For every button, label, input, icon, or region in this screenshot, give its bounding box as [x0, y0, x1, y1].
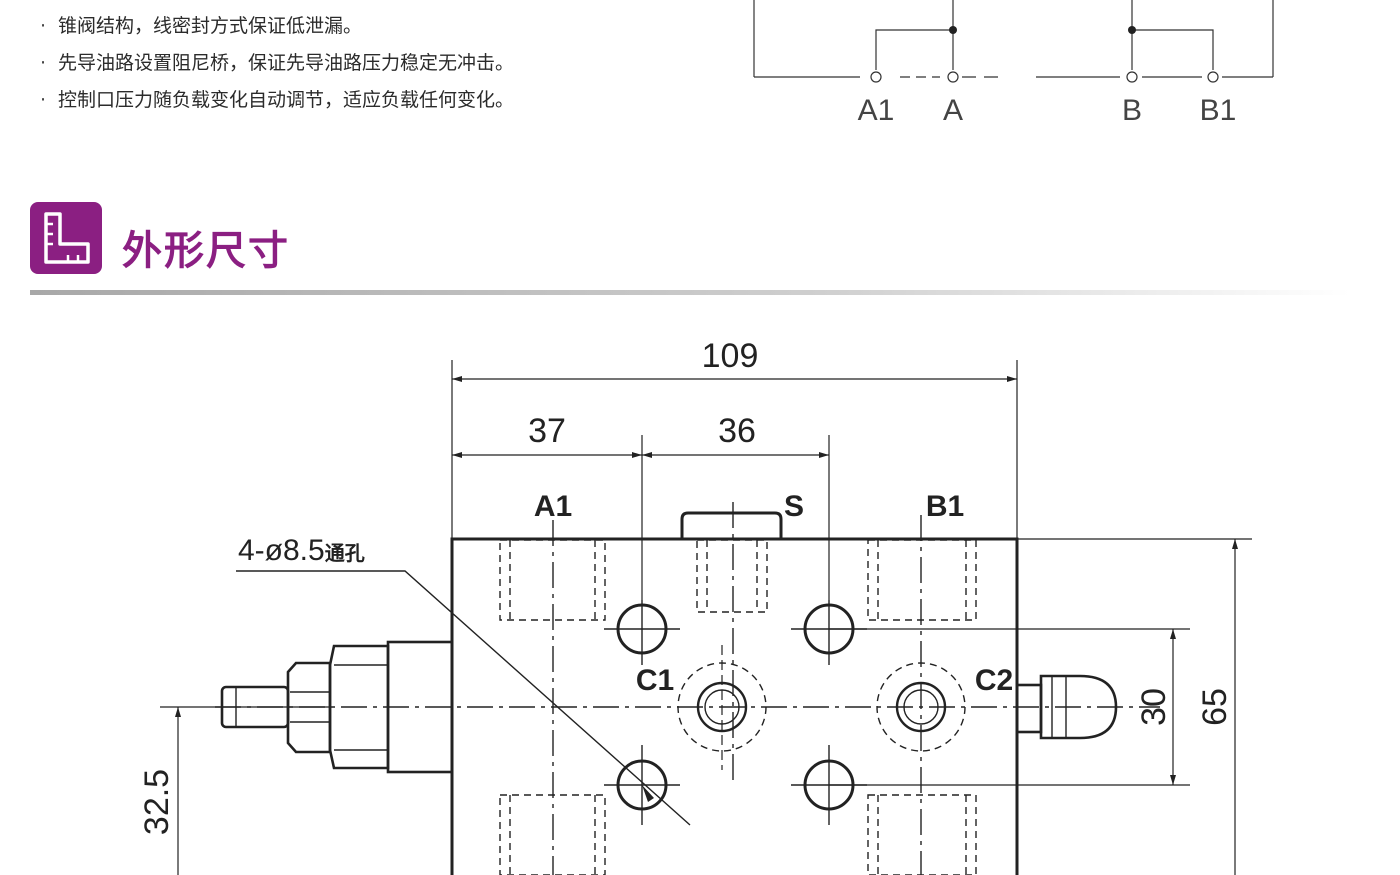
port-label-b1: B1 — [926, 490, 964, 523]
adjusting-screw — [220, 685, 290, 729]
right-plug — [1015, 683, 1043, 734]
feature-item: ·控制口压力随负载变化自动调节，适应负载任何变化。 — [40, 89, 515, 111]
port-label-a1: A1 — [534, 490, 572, 523]
port-circle-a1 — [870, 71, 882, 83]
feature-item: ·锥阀结构，线密封方式保证低泄漏。 — [40, 15, 363, 37]
port-label-a1: A1 — [858, 94, 895, 127]
hidden-port-a1 — [499, 539, 606, 621]
port-label-a: A — [943, 94, 963, 127]
hole-note: 4-ø8.5通孔 — [238, 534, 365, 567]
port-circle-b — [1126, 71, 1138, 83]
line-b1 — [1132, 29, 1214, 70]
hidden-port-lower-a — [499, 794, 606, 875]
dim-label-109: 109 — [702, 337, 759, 375]
section-divider — [30, 290, 1350, 295]
ruler-square-icon — [30, 202, 102, 274]
hydraulic-schematic: A1 A B B1 — [753, 0, 1274, 127]
hidden-cartridge-right — [876, 662, 966, 752]
dim-label-30: 30 — [1135, 688, 1173, 726]
port-circle-a — [947, 71, 959, 83]
cartridge-bore-right — [895, 681, 947, 733]
port-label-b: B — [1122, 94, 1142, 127]
right-cap — [1039, 674, 1118, 740]
line-a1 — [875, 29, 953, 70]
hole-note-leader — [236, 570, 691, 826]
port-label-s: S — [784, 490, 804, 523]
dim-label-65: 65 — [1196, 688, 1234, 726]
junction-dot — [1128, 26, 1136, 34]
feature-item: ·先导油路设置阻尼桥，保证先导油路压力稳定无冲击。 — [40, 52, 515, 74]
junction-dot — [949, 26, 957, 34]
lock-nut — [286, 661, 332, 754]
dim-label-32-5: 32.5 — [138, 769, 176, 835]
section-header: 外形尺寸 — [30, 200, 1370, 300]
s-port-boss — [680, 511, 783, 539]
hidden-port-b1 — [867, 539, 977, 621]
port-circle-b1 — [1207, 71, 1219, 83]
port-label-c2: C2 — [975, 664, 1013, 697]
dim-label-36: 36 — [718, 412, 756, 450]
dimension-drawing: 109 37 36 65 30 32.5 A1 S B1 C1 C2 4-ø8.… — [138, 337, 1252, 875]
section-title: 外形尺寸 — [122, 228, 290, 274]
dim-label-37: 37 — [528, 412, 566, 450]
port-label-c1: C1 — [636, 664, 674, 697]
feature-list: ·锥阀结构，线密封方式保证低泄漏。 ·先导油路设置阻尼桥，保证先导油路压力稳定无… — [40, 8, 680, 119]
hidden-port-lower-b — [867, 794, 977, 875]
port-label-b1: B1 — [1200, 94, 1237, 127]
